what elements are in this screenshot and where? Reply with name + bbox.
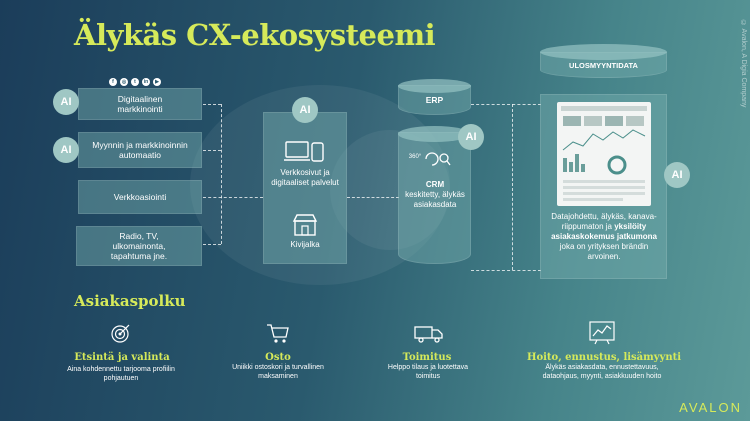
journey-title: Asiakaspolku — [74, 292, 186, 310]
connector — [512, 104, 513, 270]
sales-data-label: ULOSMYYNTIDATA — [569, 60, 638, 70]
connector — [203, 244, 221, 245]
channel-web-services: Verkkoasiointi — [78, 180, 202, 214]
touchpoints-panel — [263, 112, 347, 264]
ai-badge: AI — [458, 124, 484, 150]
devices-icon — [284, 140, 326, 169]
analytics-icon — [589, 321, 615, 350]
connector — [203, 104, 221, 105]
youtube-icon: ▶ — [153, 78, 161, 86]
channel-label: Verkkoasiointi — [113, 191, 167, 202]
facebook-icon: f — [109, 78, 117, 86]
truck-icon — [414, 324, 444, 349]
connector — [203, 197, 263, 198]
connector — [203, 150, 221, 151]
outcome-description: Datajohdettu, älykäs, kanava-riippumaton… — [546, 212, 662, 262]
ai-badge: AI — [53, 89, 79, 115]
stage-title: Hoito, ennustus, lisämyynti — [527, 352, 682, 363]
touchpoint-store: Kivijalka — [290, 240, 320, 249]
brand-logo: AVALON — [679, 400, 742, 415]
social-icons: f ◎ t in ▶ — [109, 78, 161, 86]
stage-title: Etsintä ja valinta — [74, 352, 170, 363]
connector — [471, 270, 541, 271]
outcome-text-bold: yksilöity asiakaskokemus jatkumona — [551, 222, 657, 241]
cart-icon — [266, 322, 290, 349]
storefront-icon — [292, 214, 318, 241]
crm-badge: 360° — [408, 154, 422, 160]
channel-automation: Myynnin ja markkinoinnin automaatio — [78, 132, 202, 168]
linkedin-icon: in — [142, 78, 150, 86]
connector — [347, 197, 399, 198]
stage-text: Älykäs asiakasdata, ennustettavuus, data… — [542, 364, 662, 380]
crm-title: CRM — [425, 180, 445, 189]
connector — [221, 104, 222, 244]
sales-data-cylinder-top — [540, 44, 667, 60]
stage-text: Helppo tilaus ja luotettava toimitus — [387, 364, 469, 380]
twitter-icon: t — [131, 78, 139, 86]
touchpoint-web: Verkkosivut ja digitaaliset palvelut — [271, 168, 339, 187]
ai-badge: AI — [292, 97, 318, 123]
channel-label: Digitaalinen markkinointi — [117, 93, 163, 114]
target-icon — [110, 322, 132, 349]
stage-text: Uniikki ostoskori ja turvallinen maksami… — [232, 364, 324, 380]
crm-cylinder-top — [398, 126, 471, 142]
page-title: Älykäs CX-ekosysteemi — [74, 18, 436, 52]
ai-badge: AI — [53, 137, 79, 163]
ai-badge: AI — [664, 162, 690, 188]
refresh-search-icon — [422, 150, 452, 173]
connector — [471, 104, 541, 105]
outcome-text-plain: Datajohdettu, älykäs, kanava-riippumaton… — [551, 212, 657, 231]
copyright-credit: © Avalon, A Digia Company — [740, 20, 747, 108]
stage-text: Aina kohdennettu tarjooma profiilin pohj… — [67, 366, 175, 382]
channel-label: Radio, TV, ulkomainonta, tapahtuma jne. — [110, 230, 168, 262]
channel-traditional-media: Radio, TV, ulkomainonta, tapahtuma jne. — [76, 226, 202, 266]
channel-digital-marketing: Digitaalinen markkinointi — [78, 88, 202, 120]
crm-description: keskitetty, älykäs asiakasdata — [405, 190, 465, 209]
dashboard-thumbnail — [557, 102, 651, 206]
erp-cylinder-top — [398, 79, 471, 93]
outcome-text-end: joka on yrityksen brändin arvoinen. — [559, 242, 649, 261]
stage-title: Osto — [265, 352, 291, 363]
channel-label: Myynnin ja markkinoinnin automaatio — [92, 139, 188, 160]
stage-title: Toimitus — [402, 352, 452, 363]
crm-cylinder — [398, 132, 471, 264]
erp-label: ERP — [425, 94, 444, 105]
instagram-icon: ◎ — [120, 78, 128, 86]
